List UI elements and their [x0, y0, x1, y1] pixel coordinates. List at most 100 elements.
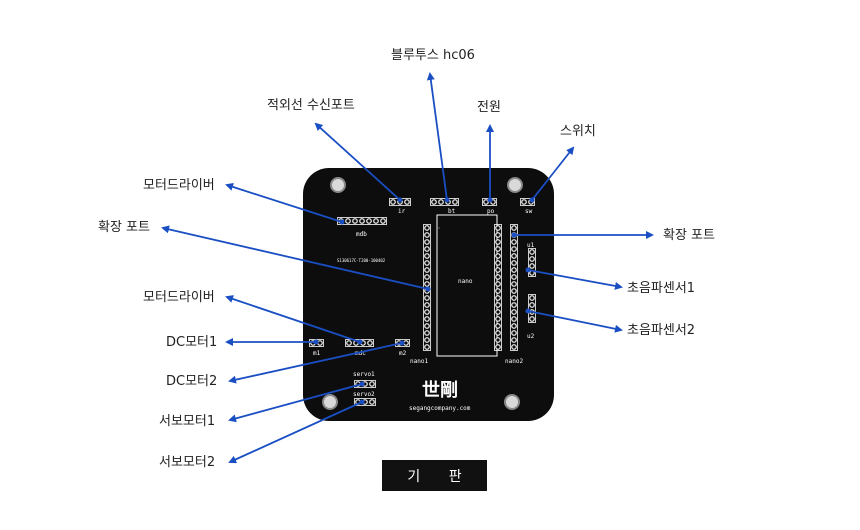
header-pin [495, 302, 501, 308]
silk-nano: nano [458, 278, 473, 285]
header-pin [403, 340, 409, 346]
label-ir: 적외선 수신포트 [267, 98, 355, 113]
header-pin [495, 260, 501, 266]
silk-sw: sw [525, 208, 533, 215]
silk-mdb: mdb [356, 231, 367, 238]
header-pin [495, 246, 501, 252]
header-pin [424, 260, 430, 266]
header-pin [495, 239, 501, 245]
arrow-motor-driver-2 [225, 295, 363, 345]
header-pin [424, 253, 430, 259]
header-pin [511, 288, 517, 294]
silk-nano1: nano1 [410, 358, 428, 365]
pcb-board: ir bt po sw mdb S130617C-T200-100402 nan… [303, 168, 554, 421]
silk-po: po [487, 208, 495, 215]
header-pin [511, 239, 517, 245]
header-pin [495, 253, 501, 259]
header-nano-left-col [494, 224, 502, 351]
header-pin [380, 218, 386, 224]
header-pin [511, 330, 517, 336]
callout-arrows [161, 72, 654, 464]
header-pin [511, 260, 517, 266]
label-switch: 스위치 [560, 124, 596, 139]
header-pin [511, 344, 517, 350]
header-pin [495, 323, 501, 329]
header-pin [483, 199, 489, 205]
header-pin [495, 274, 501, 280]
header-pin [495, 309, 501, 315]
arrow-ultrasonic-1 [525, 267, 623, 290]
silk-m2: m2 [399, 350, 407, 357]
header-pin [529, 263, 535, 269]
header-pin [511, 323, 517, 329]
header-pin [424, 309, 430, 315]
header-pin [445, 199, 451, 205]
arrow-motor-driver-1 [225, 183, 345, 225]
header-pin [424, 239, 430, 245]
header-pin [495, 337, 501, 343]
label-motor-driver-1: 모터드라이버 [143, 178, 215, 193]
header-pin [390, 199, 396, 205]
header-pin [495, 225, 501, 231]
header-pin [362, 381, 368, 387]
arrow-ir [314, 122, 403, 203]
header-pin [424, 274, 430, 280]
header-pin [369, 381, 375, 387]
silk-bt: bt [448, 208, 456, 215]
header-pin [495, 330, 501, 336]
silk-servo2: servo2 [353, 391, 375, 398]
header-pin [366, 218, 372, 224]
header-pin [511, 246, 517, 252]
header-pin [495, 232, 501, 238]
header-pin [511, 253, 517, 259]
mounting-hole [507, 177, 523, 193]
header-pin [424, 295, 430, 301]
header-pin [424, 344, 430, 350]
arrow-servo-2 [228, 399, 365, 464]
header-pin [529, 256, 535, 262]
header-pin [495, 316, 501, 322]
caption-box: 기 판 [382, 460, 487, 491]
header-pin [424, 330, 430, 336]
arrow-expansion-left [161, 225, 431, 292]
header-pin [495, 295, 501, 301]
header-pin [529, 249, 535, 255]
header-pin [511, 337, 517, 343]
label-bluetooth: 블루투스 hc06 [391, 48, 475, 63]
header-pin [511, 309, 517, 315]
label-expansion-right: 확장 포트 [663, 228, 715, 243]
header-pin [359, 218, 365, 224]
header-pin [511, 274, 517, 280]
header-pin [529, 295, 535, 301]
header-pin [352, 218, 358, 224]
header-pin [490, 199, 496, 205]
silk-code: S130617C-T200-100402 [337, 258, 386, 263]
header-pin [317, 340, 323, 346]
mounting-hole [504, 394, 520, 410]
mounting-hole [330, 177, 346, 193]
company-url: segangcompany.com [409, 405, 471, 412]
arrow-ultrasonic-2 [525, 308, 623, 333]
header-pin [397, 199, 403, 205]
header-pin [346, 340, 352, 346]
header-pin [404, 199, 410, 205]
silk-m1: m1 [313, 350, 321, 357]
header-pin [424, 225, 430, 231]
silk-u1: u1 [527, 242, 535, 249]
header-pin [367, 340, 373, 346]
header-pin [511, 281, 517, 287]
header-servo1 [354, 380, 376, 388]
header-pin [511, 267, 517, 273]
silk-nano2: nano2 [505, 358, 523, 365]
label-dc-motor-1: DC모터1 [166, 335, 218, 350]
label-ultrasonic-2: 초음파센서2 [627, 323, 696, 338]
arrow-dc-motor-2 [228, 340, 405, 384]
header-pin [424, 316, 430, 322]
label-servo-1: 서보모터1 [159, 414, 216, 429]
header-pin [424, 302, 430, 308]
header-pin [495, 281, 501, 287]
header-pin [369, 399, 375, 405]
header-pin [424, 232, 430, 238]
header-pin [424, 281, 430, 287]
